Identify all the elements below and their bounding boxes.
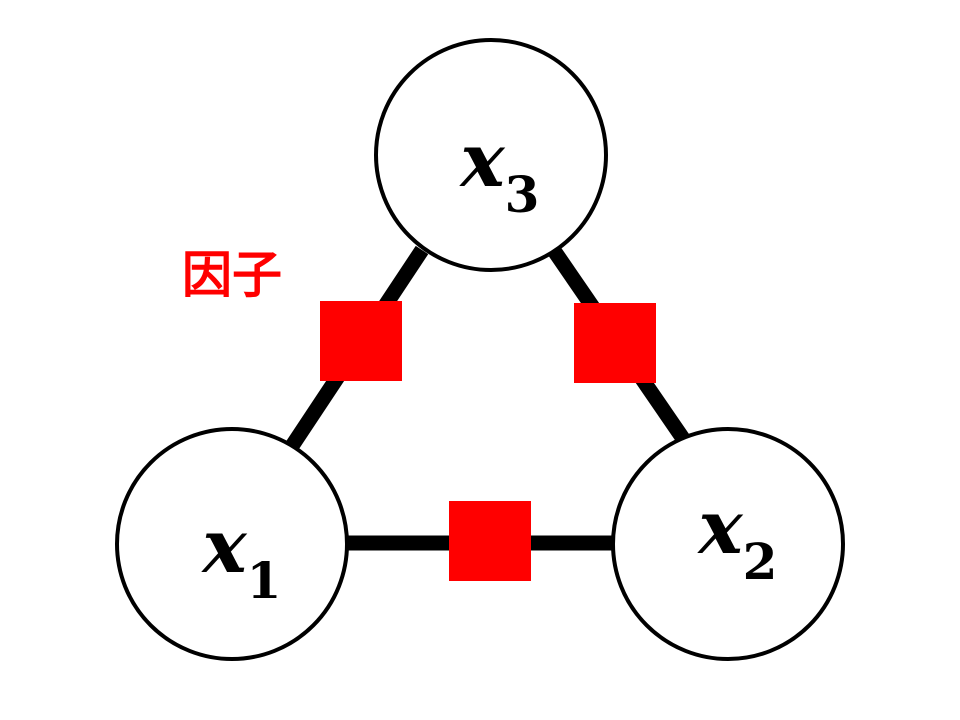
variable-label-x3: x3: [459, 118, 540, 224]
variable-node-x1-circle: [115, 427, 349, 661]
variable-node-x3: x3: [374, 38, 608, 272]
variable-node-x2-circle: [611, 427, 845, 661]
variable-node-x2: x2: [611, 427, 845, 661]
factors: [320, 301, 656, 581]
factor-node-x1-x2: [449, 501, 531, 581]
variable-label-x1: x1: [201, 504, 282, 610]
factor-node-x1-x3: [320, 301, 402, 381]
variable-label-x2: x2: [697, 485, 778, 591]
variable-node-x1: x1: [115, 427, 349, 661]
factor-label: 因子: [182, 246, 282, 304]
factor-node-x2-x3: [574, 303, 656, 383]
variable-node-x3-circle: [374, 38, 608, 272]
